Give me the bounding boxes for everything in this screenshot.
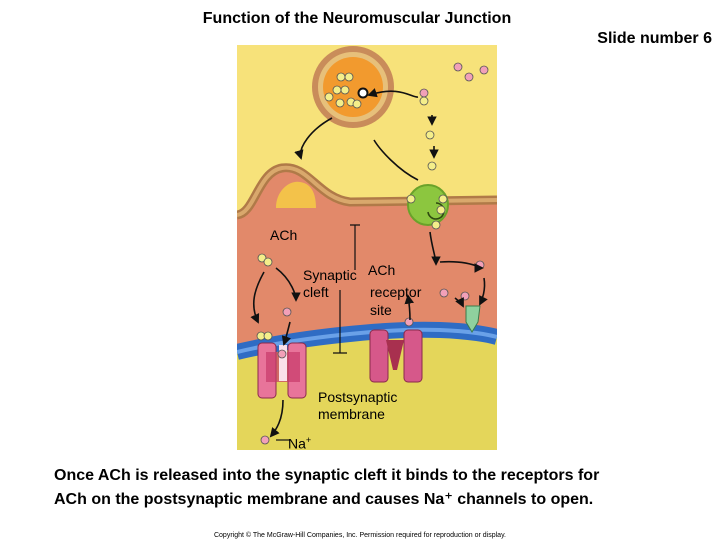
label-ach-receptor-1: ACh	[368, 262, 396, 278]
choline-molecules	[260, 62, 489, 445]
label-na: Na	[288, 435, 306, 452]
caption-line-1: Once ACh is released into the synaptic c…	[54, 467, 600, 484]
label-ach-receptor-2: receptor	[370, 284, 422, 300]
label-ach: ACh	[270, 227, 298, 243]
label-synaptic-cleft-1: Synaptic	[303, 267, 357, 283]
label-sodium: Na+	[288, 432, 311, 453]
copyright-notice: Copyright © The McGraw-Hill Companies, I…	[213, 532, 506, 539]
caption-line-2: ACh on the postsynaptic membrane and cau…	[54, 491, 594, 508]
receptor-channel-right	[369, 329, 423, 383]
ach-molecules	[256, 96, 448, 341]
label-synaptic-cleft-2: cleft	[303, 284, 329, 300]
fused-vesicle	[276, 181, 316, 208]
label-ach-receptor-3: site	[370, 302, 392, 318]
enzyme-site-icon	[427, 202, 445, 220]
slide-number: Slide number 6	[597, 30, 712, 47]
acetylcholinesterase-enzyme	[407, 184, 449, 226]
vesicle-core	[323, 57, 383, 117]
title-text: Function of the Neuromuscular Junction	[202, 10, 512, 27]
choline-transporter	[465, 305, 481, 333]
label-postsynaptic-1: Postsynaptic	[318, 389, 398, 405]
caption: Once ACh is released into the synaptic c…	[54, 464, 694, 512]
label-postsynaptic-2: membrane	[318, 406, 385, 422]
vesicle-transporter	[357, 87, 369, 99]
flow-arrows	[250, 88, 488, 438]
leader-lines	[276, 224, 360, 441]
vesicle-ach-molecules	[324, 72, 362, 109]
label-na-charge: +	[305, 435, 312, 445]
page-title: Function of the Neuromuscular Junction	[0, 10, 720, 28]
